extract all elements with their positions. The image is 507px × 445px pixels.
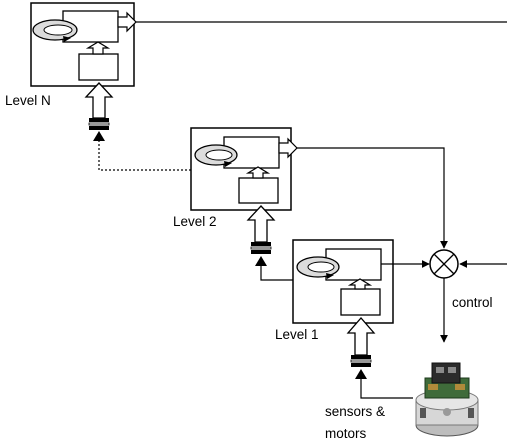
control-label: control (452, 295, 493, 310)
feedback-loop-icon (32, 19, 78, 42)
level-n-input-arrow (84, 82, 114, 119)
feedback-loop-icon (194, 144, 238, 167)
link-level1-to-level2 (260, 266, 293, 281)
level-2-label: Level 2 (173, 214, 217, 229)
level-n-connector (88, 118, 110, 130)
level-n-module (30, 2, 137, 87)
level-2-connector (250, 242, 272, 254)
level-1-connector (350, 355, 372, 367)
sensors-label-line1: sensors & (325, 404, 385, 419)
feedback-loop-icon (296, 256, 340, 279)
level-2-module (190, 127, 298, 211)
level-2-input-arrow (246, 205, 276, 243)
link-level1-arrowhead (255, 256, 267, 266)
level-1-input-arrow (346, 317, 376, 356)
dotted-link-arrowhead (93, 131, 105, 141)
sensors-feed-line (360, 378, 413, 399)
robot-photo-icon (415, 362, 479, 437)
level-1-module (292, 239, 394, 324)
dotted-link-level2-to-levelN (98, 141, 191, 171)
sensors-feed-arrowhead (355, 369, 367, 379)
sensors-label-line2: motors (325, 426, 367, 441)
level-1-label: Level 1 (275, 327, 319, 342)
level-2-output-line (297, 147, 448, 249)
summing-junction-icon (429, 249, 459, 279)
level-n-label: Level N (5, 93, 51, 108)
